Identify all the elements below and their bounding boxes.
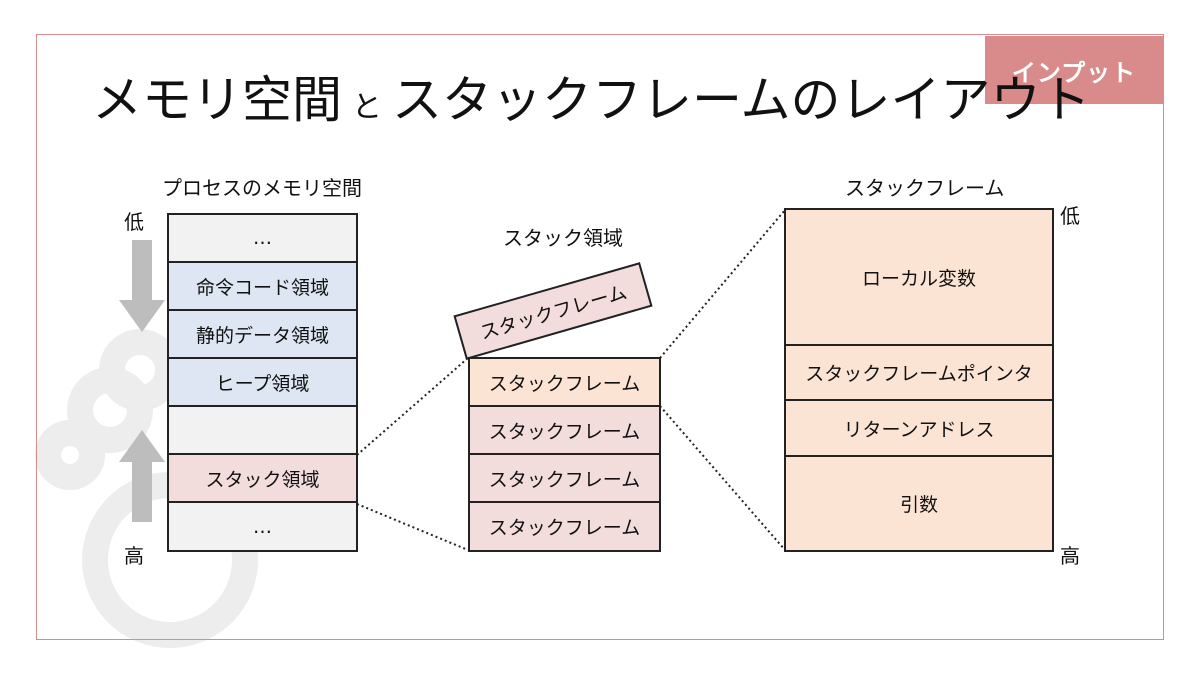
stack-area-frame-2: スタックフレーム — [468, 405, 661, 455]
memory-cell-free — [167, 405, 358, 455]
memory-space-heading: プロセスのメモリ空間 — [162, 176, 362, 200]
memory-high-label: 高 — [124, 544, 144, 568]
memory-cell-heap: ヒープ領域 — [167, 357, 358, 407]
frame-cell-arguments: 引数 — [784, 455, 1054, 552]
frame-low-label: 低 — [1060, 204, 1080, 228]
stack-area-frame-3: スタックフレーム — [468, 453, 661, 503]
stack-area-frame-4: スタックフレーム — [468, 501, 661, 552]
stack-area-heading: スタック領域 — [503, 226, 623, 250]
title-part-1: メモリ空間 — [92, 71, 342, 129]
memory-cell-ellipsis-top: … — [167, 213, 358, 263]
frame-cell-return-address: リターンアドレス — [784, 399, 1054, 457]
page-title: メモリ空間とスタックフレームのレイアウト — [92, 70, 1091, 138]
frame-cell-frame-pointer: スタックフレームポインタ — [784, 344, 1054, 401]
frame-cell-local-vars: ローカル変数 — [784, 208, 1054, 346]
stack-area-frame-1: スタックフレーム — [468, 357, 661, 407]
slide-frame — [36, 34, 1164, 640]
arrow-down-icon — [119, 240, 165, 332]
title-conjunction: と — [352, 90, 382, 125]
memory-cell-stack: スタック領域 — [167, 453, 358, 503]
arrow-up-icon — [119, 430, 165, 522]
stack-frame-heading: スタックフレーム — [845, 176, 1005, 200]
memory-cell-static-data: 静的データ領域 — [167, 309, 358, 359]
connector-frame-top — [659, 209, 786, 359]
connector-stack-top — [356, 357, 469, 456]
connector-stack-bottom — [356, 503, 469, 551]
memory-cell-code: 命令コード領域 — [167, 261, 358, 311]
title-part-2: スタックフレームのレイアウト — [392, 71, 1091, 129]
connector-frame-bottom — [659, 405, 786, 551]
frame-high-label: 高 — [1060, 544, 1080, 568]
input-badge: インプット — [985, 36, 1163, 104]
memory-cell-ellipsis-bottom: … — [167, 501, 358, 552]
memory-low-label: 低 — [124, 210, 144, 234]
